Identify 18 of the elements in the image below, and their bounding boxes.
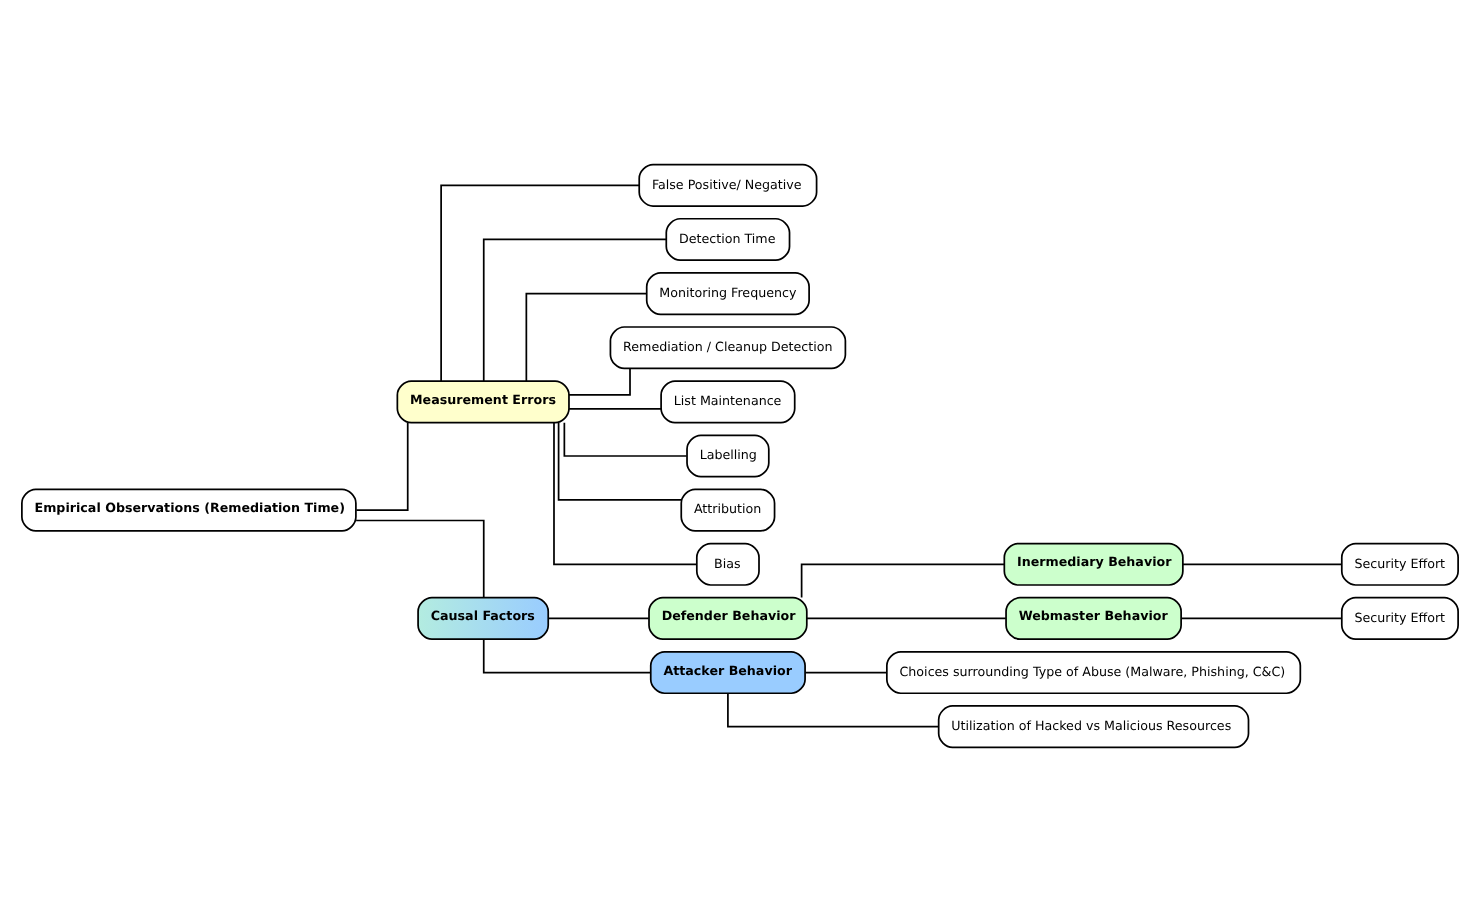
connector — [804, 671, 888, 674]
connector — [482, 638, 652, 674]
connector — [355, 421, 409, 511]
connector — [525, 292, 648, 382]
connector — [805, 617, 1007, 620]
connector — [547, 617, 650, 620]
connector — [727, 692, 940, 728]
connector — [482, 238, 667, 382]
connector — [1180, 617, 1343, 620]
connector — [553, 421, 698, 566]
connector — [355, 519, 485, 599]
connector — [568, 407, 662, 410]
connector — [800, 563, 1005, 599]
connector — [440, 184, 640, 382]
connector — [568, 367, 631, 396]
connector — [1182, 563, 1343, 566]
connector — [557, 421, 683, 501]
connector — [563, 421, 688, 457]
